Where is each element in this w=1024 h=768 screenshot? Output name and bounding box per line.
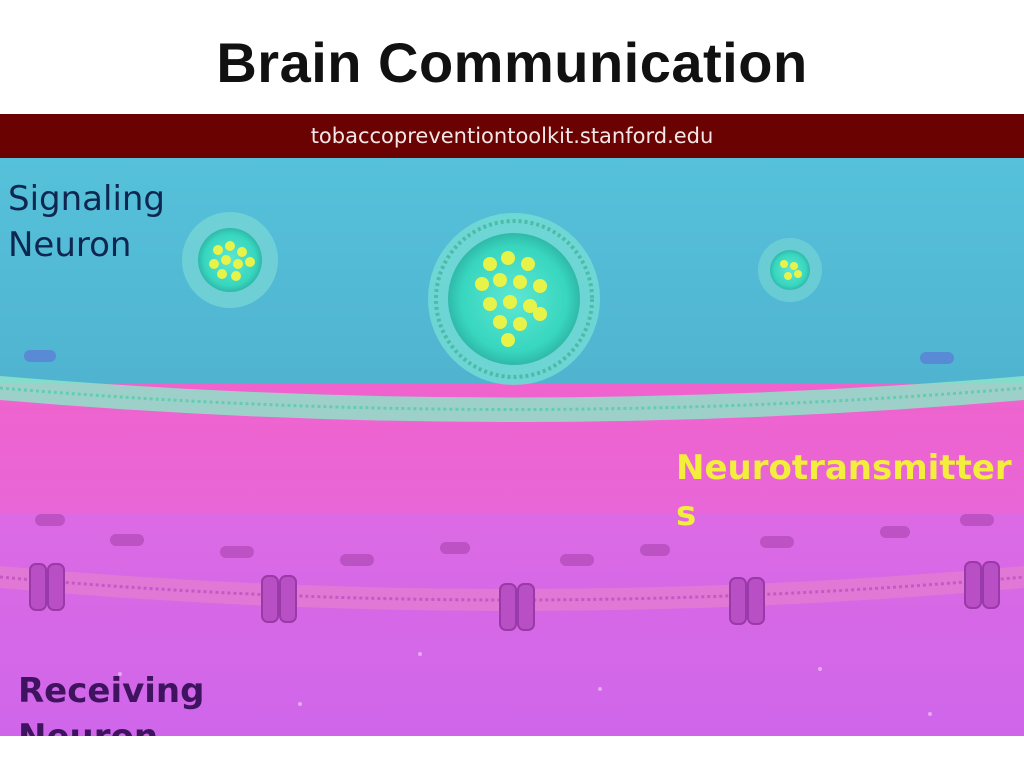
synapse-illustration: tobaccopreventiontoolkit.stanford.edu (0, 114, 1024, 736)
neurotransmitter-molecules (209, 241, 802, 347)
slide-title: Brain Communication (216, 31, 808, 94)
synapse-artwork (0, 158, 1024, 736)
source-banner: tobaccopreventiontoolkit.stanford.edu (0, 114, 1024, 158)
postsynaptic-membrane (0, 566, 1024, 611)
membrane-proteins (35, 514, 994, 566)
vesicle-right (758, 238, 822, 302)
label-neurotransmitters: Neurotransmitters (676, 448, 1012, 534)
presynaptic-membrane (0, 376, 1024, 422)
label-signaling-neuron: Signaling Neuron (8, 179, 166, 265)
source-url: tobaccopreventiontoolkit.stanford.edu (310, 124, 714, 148)
bottom-margin (0, 736, 1024, 768)
receptor-channels (29, 561, 1000, 631)
